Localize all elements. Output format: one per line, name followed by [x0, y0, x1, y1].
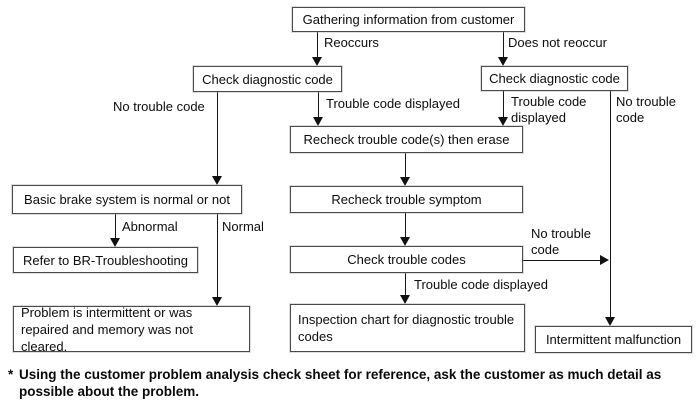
edge-label-trouble-code-displayed-mid: Trouble code displayed — [414, 277, 548, 292]
node-check-diagnostic-code-left: Check diagnostic code — [193, 66, 342, 92]
edge-label-no-trouble-code-left: No trouble code — [113, 99, 205, 114]
arrowhead-trouble-code-displayed-right-icon — [498, 117, 508, 126]
node-gathering-information: Gathering information from customer — [292, 7, 525, 32]
arrowhead-abnormal-icon — [110, 238, 120, 247]
arrowhead-normal-icon — [212, 297, 222, 306]
arrowhead-recheck-symptom-icon — [400, 177, 410, 186]
node-inspection-chart: Inspection chart for diagnostic trouble … — [290, 304, 525, 352]
edge-line-symptom-to-codes — [405, 213, 406, 237]
node-problem-intermittent: Problem is intermittent or was repaired … — [13, 305, 250, 354]
footnote-text: Using the customer problem analysis chec… — [19, 367, 662, 399]
edge-label-abnormal: Abnormal — [122, 219, 178, 234]
node-basic-brake-system: Basic brake system is normal or not — [12, 185, 242, 214]
edge-line-reoccurs — [317, 32, 318, 58]
node-recheck-trouble-symptom: Recheck trouble symptom — [290, 186, 523, 213]
edge-line-trouble-code-displayed-right — [503, 90, 504, 117]
node-refer-br-troubleshooting: Refer to BR-Troubleshooting — [13, 247, 198, 273]
arrowhead-reoccurs-icon — [312, 57, 322, 66]
arrowhead-no-trouble-code-left-icon — [212, 176, 222, 185]
node-recheck-trouble-code-erase: Recheck trouble code(s) then erase — [290, 126, 523, 153]
edge-line-no-trouble-code-mid — [523, 260, 600, 261]
edge-label-does-not-reoccur: Does not reoccur — [508, 35, 607, 50]
node-intermittent-malfunction: Intermittent malfunction — [535, 326, 692, 353]
edge-line-no-trouble-code-left — [217, 92, 218, 176]
arrowhead-intermittent-malfunction-icon — [605, 317, 615, 326]
edge-line-normal — [217, 214, 218, 297]
node-check-trouble-codes: Check trouble codes — [290, 246, 523, 273]
edge-label-no-trouble-code-mid: No trouble code — [531, 226, 591, 257]
footnote: * Using the customer problem analysis ch… — [8, 366, 688, 400]
node-check-diagnostic-code-right: Check diagnostic code — [481, 66, 628, 91]
arrowhead-inspection-chart-icon — [400, 295, 410, 304]
arrowhead-trouble-code-displayed-left-icon — [313, 117, 323, 126]
edge-label-reoccurs: Reoccurs — [324, 35, 379, 50]
footnote-asterisk: * — [8, 367, 14, 382]
arrowhead-check-codes-icon — [400, 237, 410, 246]
arrowhead-does-not-reoccur-icon — [498, 57, 508, 66]
edge-label-trouble-code-displayed-left: Trouble code displayed — [326, 96, 460, 111]
edge-label-normal: Normal — [222, 219, 264, 234]
edge-line-trouble-code-displayed-left — [318, 92, 319, 117]
arrowhead-no-trouble-code-mid-icon — [600, 255, 609, 265]
edge-line-does-not-reoccur — [503, 32, 504, 58]
edge-line-erase-to-symptom — [405, 153, 406, 177]
edge-line-abnormal — [115, 214, 116, 238]
edge-label-no-trouble-code-right: No trouble code — [616, 94, 676, 125]
edge-line-codes-to-inspection — [405, 273, 406, 295]
edge-line-no-trouble-code-right — [610, 90, 611, 317]
edge-label-trouble-code-displayed-right: Trouble code displayed — [511, 94, 587, 125]
